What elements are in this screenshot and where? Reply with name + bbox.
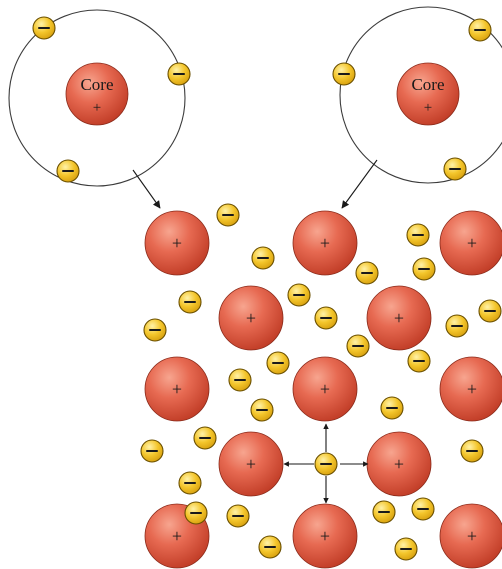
atom-right: Core + [339, 6, 502, 184]
core-right-charge: + [424, 100, 432, 116]
core-left-label: Core [80, 75, 113, 94]
metal-ion: + [366, 431, 432, 497]
ion-circle [439, 210, 502, 276]
ion-charge-label: + [467, 233, 477, 253]
electron [32, 16, 56, 40]
ion-circle [292, 356, 358, 422]
metal-ion: + [292, 210, 358, 276]
core-left-charge: + [93, 100, 101, 116]
electron [372, 500, 396, 524]
electron [178, 471, 202, 495]
electron [250, 398, 274, 422]
electron [167, 62, 191, 86]
electron [314, 306, 338, 330]
electron [184, 501, 208, 525]
ion-circle [292, 210, 358, 276]
metal-ion: + [292, 503, 358, 569]
ion-charge-label: + [246, 308, 256, 328]
electron [478, 299, 502, 323]
ion-lattice: + + + + + + + + + + + + + [144, 210, 502, 569]
orbit-left [8, 9, 186, 187]
metal-ion: + [144, 356, 210, 422]
electron [140, 439, 164, 463]
ion-charge-label: + [467, 526, 477, 546]
electron [193, 426, 217, 450]
ion-charge-label: + [394, 308, 404, 328]
electron [226, 504, 250, 528]
electron [443, 157, 467, 181]
metal-ion: + [439, 356, 502, 422]
metal-ion: + [366, 285, 432, 351]
force-arrows [283, 423, 369, 504]
ion-charge-label: + [172, 233, 182, 253]
electron [314, 452, 338, 476]
ion-charge-label: + [394, 454, 404, 474]
metal-ion: + [218, 285, 284, 351]
ion-charge-label: + [467, 379, 477, 399]
ion-charge-label: + [246, 454, 256, 474]
arrow-left-to-lattice [132, 169, 161, 209]
metal-ion: + [218, 431, 284, 497]
ion-circle [439, 503, 502, 569]
electron [216, 203, 240, 227]
electron [228, 368, 252, 392]
electron [258, 535, 282, 559]
electron [355, 261, 379, 285]
ion-circle [218, 431, 284, 497]
electron [460, 439, 484, 463]
electron [468, 18, 492, 42]
ion-circle [218, 285, 284, 351]
electron [143, 318, 167, 342]
electron [445, 314, 469, 338]
electron [407, 349, 431, 373]
orbit-right [339, 6, 502, 184]
electron [56, 159, 80, 183]
ion-circle [292, 503, 358, 569]
electron [332, 62, 356, 86]
atom-left: Core + [8, 9, 186, 187]
ion-charge-label: + [320, 526, 330, 546]
electron [251, 246, 275, 270]
ion-charge-label: + [320, 233, 330, 253]
core-right-label: Core [411, 75, 444, 94]
electron [346, 334, 370, 358]
ion-charge-label: + [172, 379, 182, 399]
metal-ion: + [144, 210, 210, 276]
ion-charge-label: + [320, 379, 330, 399]
ion-charge-label: + [172, 526, 182, 546]
ion-circle [366, 285, 432, 351]
electron [411, 497, 435, 521]
electron [178, 290, 202, 314]
arrow-right-to-lattice [341, 159, 378, 209]
electron [406, 223, 430, 247]
electron [380, 396, 404, 420]
ion-circle [144, 210, 210, 276]
ion-circle [144, 356, 210, 422]
electron-sea [32, 16, 502, 561]
electron [266, 351, 290, 375]
core-right [396, 62, 460, 126]
electron [394, 537, 418, 561]
ion-circle [439, 356, 502, 422]
electron [287, 283, 311, 307]
metal-ion: + [439, 210, 502, 276]
core-left [65, 62, 129, 126]
metal-ion: + [292, 356, 358, 422]
metal-ion: + [439, 503, 502, 569]
electron [412, 257, 436, 281]
